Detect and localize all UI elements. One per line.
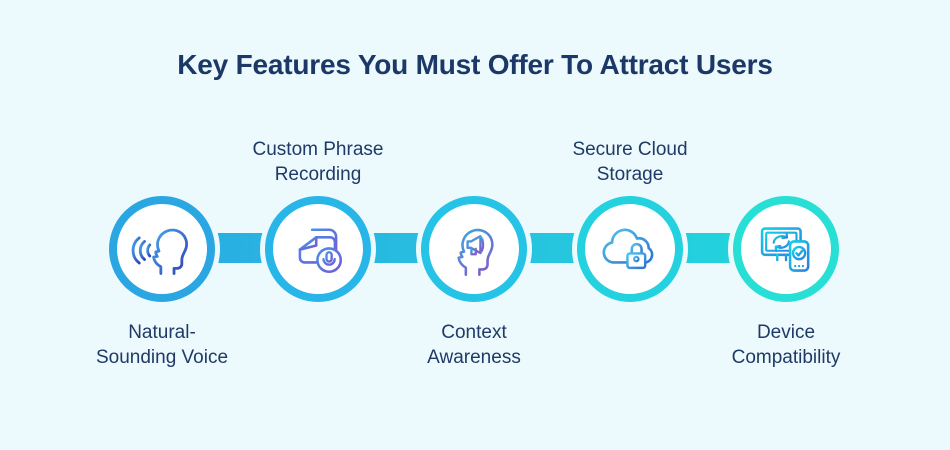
feature-circle [109, 196, 215, 302]
feature-label-line: Recording [274, 164, 362, 185]
feature-label-line: Compatibility [731, 347, 841, 368]
feature-label-line: Awareness [427, 347, 521, 368]
feature-custom-phrase-recording: Custom Phrase Recording [253, 139, 383, 302]
feature-label-line: Natural- [128, 322, 196, 343]
feature-secure-cloud-storage: Secure Cloud Storage [572, 139, 688, 302]
feature-context-awareness: Context Awareness [421, 196, 527, 368]
feature-natural-sounding-voice: Natural- Sounding Voice [96, 196, 228, 368]
feature-label: Secure Cloud Storage [505, 137, 755, 187]
feature-label: Context Awareness [349, 320, 599, 370]
feature-label: Custom Phrase Recording [193, 137, 443, 187]
feature-circle [421, 196, 527, 302]
speaking-head-icon [131, 228, 188, 275]
cloud-lock-icon [602, 228, 654, 270]
feature-label-line: Device [756, 322, 816, 343]
feature-device-compatibility: Device Compatibility [732, 196, 840, 368]
feature-label-line: Context [441, 322, 507, 343]
note-microphone-icon [298, 228, 343, 274]
feature-label: Natural- Sounding Voice [37, 320, 287, 370]
feature-circle [733, 196, 839, 302]
feature-label-line: Secure Cloud [572, 139, 688, 160]
devices-sync-icon [760, 227, 810, 272]
feature-label-line: Custom Phrase [252, 139, 384, 160]
feature-circle [577, 196, 683, 302]
head-megaphone-icon [457, 228, 494, 276]
feature-label-line: Sounding Voice [95, 347, 229, 368]
feature-label: Device Compatibility [661, 320, 911, 370]
feature-circle [265, 196, 371, 302]
page-title: Key Features You Must Offer To Attract U… [177, 49, 773, 80]
feature-label-line: Storage [596, 164, 664, 185]
